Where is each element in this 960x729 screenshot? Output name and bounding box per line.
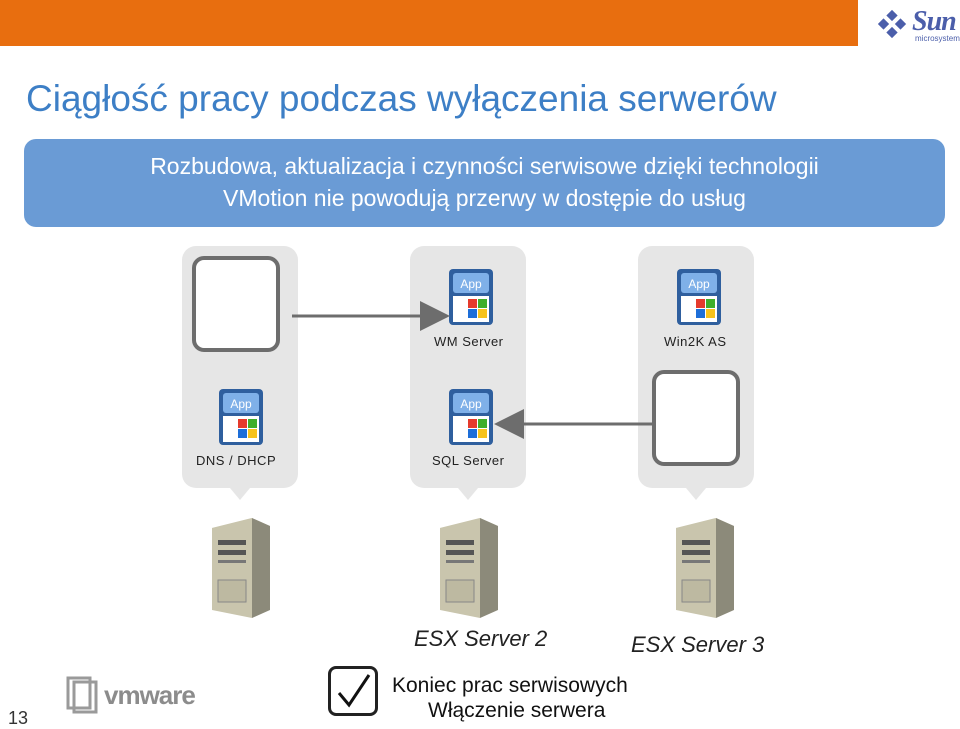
checkmark-box[interactable] [328,666,378,716]
slide-number: 13 [8,708,29,728]
host-label-esx3: ESX Server 3 [631,632,765,657]
app-icon-text: App [460,277,482,291]
server-tower-icon[interactable] [204,510,274,622]
sun-logo-text: Sun [912,6,957,37]
checkmark-icon [337,674,371,708]
slide-title: Ciągłość pracy podczas wyłączenia serwer… [26,78,777,119]
empty-vm-slot[interactable] [652,370,740,466]
banner-line-1: Rozbudowa, aktualizacja i czynności serw… [150,153,819,179]
server-tower-icon[interactable] [432,510,502,622]
top-accent-bar [0,0,858,46]
note-line-2: Włączenie serwera [428,699,606,722]
host-label-esx2: ESX Server 2 [414,626,548,651]
note-line-1: Koniec prac serwisowych [392,674,628,697]
vm-label-wm-server: WM Server [434,334,504,349]
app-windows-icon[interactable]: App [448,268,494,326]
app-icon-text: App [688,277,710,291]
vm-label-win2k-as: Win2K AS [664,334,727,349]
vm-label-dns-dhcp: DNS / DHCP [196,453,277,468]
vmware-logo-icon [66,676,98,714]
sun-logo-icon [878,9,907,39]
app-windows-icon[interactable]: App [448,388,494,446]
app-windows-icon[interactable]: App [676,268,722,326]
server-tower-icon[interactable] [668,510,738,622]
vmware-logo-text: vmware [104,680,196,710]
sun-logo-subtext: microsystems [915,34,960,43]
app-windows-icon[interactable]: App [218,388,264,446]
banner-line-2: VMotion nie powodują przerwy w dostępie … [223,185,746,211]
app-icon-text: App [460,397,482,411]
info-banner: Rozbudowa, aktualizacja i czynności serw… [24,139,945,227]
vm-label-sql-server: SQL Server [432,453,505,468]
app-icon-text: App [230,397,252,411]
empty-vm-slot[interactable] [192,256,280,352]
